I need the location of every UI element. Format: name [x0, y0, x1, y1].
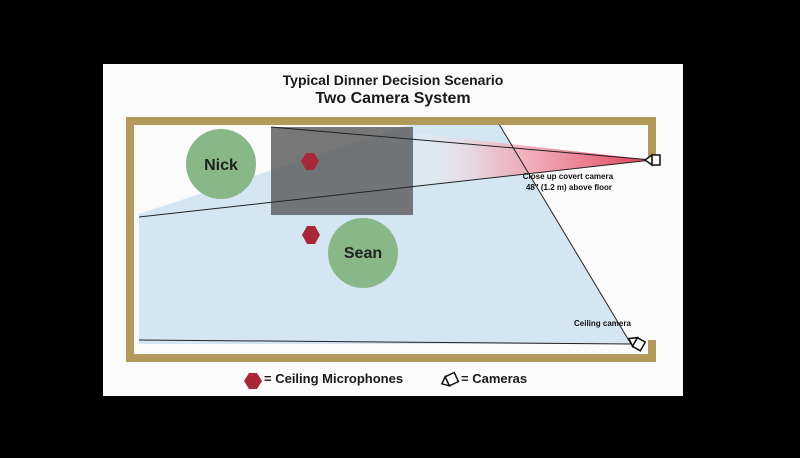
close-up-camera-label-line2: 48" (1.2 m) above floor	[526, 183, 612, 192]
close-up-camera-label-line1: Close up covert camera	[523, 172, 614, 181]
ceiling-view-line-top	[138, 159, 653, 218]
close-up-camera-icon	[643, 153, 661, 167]
person-sean-label: Sean	[344, 245, 382, 262]
room-wall-upper	[126, 117, 656, 362]
table	[271, 127, 413, 215]
legend-cameras-label: = Cameras	[461, 371, 528, 386]
ceiling-camera-label: Ceiling camera	[574, 319, 631, 328]
legend-microphones-label: = Ceiling Microphones	[264, 371, 404, 386]
ceiling-view-line-bottom	[138, 339, 632, 345]
legend-camera-icon	[440, 371, 460, 387]
close-up-camera-view	[413, 133, 652, 186]
ceiling-camera-icon	[627, 336, 647, 352]
ceiling-view-line-right	[498, 123, 632, 345]
person-nick-label: Nick	[204, 157, 238, 174]
ceiling-microphone-2	[302, 226, 320, 244]
diagram-card: Nick Sean Close up covert camera 48" (1.…	[103, 64, 683, 396]
legend-microphone-icon	[244, 373, 262, 389]
diagram-subtitle: Two Camera System	[315, 90, 471, 107]
ceiling-microphone-1	[301, 153, 319, 170]
close-up-view-line	[270, 126, 653, 161]
person-sean	[328, 218, 398, 288]
diagram-title: Typical Dinner Decision Scenario	[282, 72, 504, 88]
floor-plan: Nick Sean Close up covert camera 48" (1.…	[126, 117, 661, 389]
person-nick	[186, 129, 256, 199]
close-up-camera-label: Close up covert camera 48" (1.2 m) above…	[523, 172, 616, 192]
